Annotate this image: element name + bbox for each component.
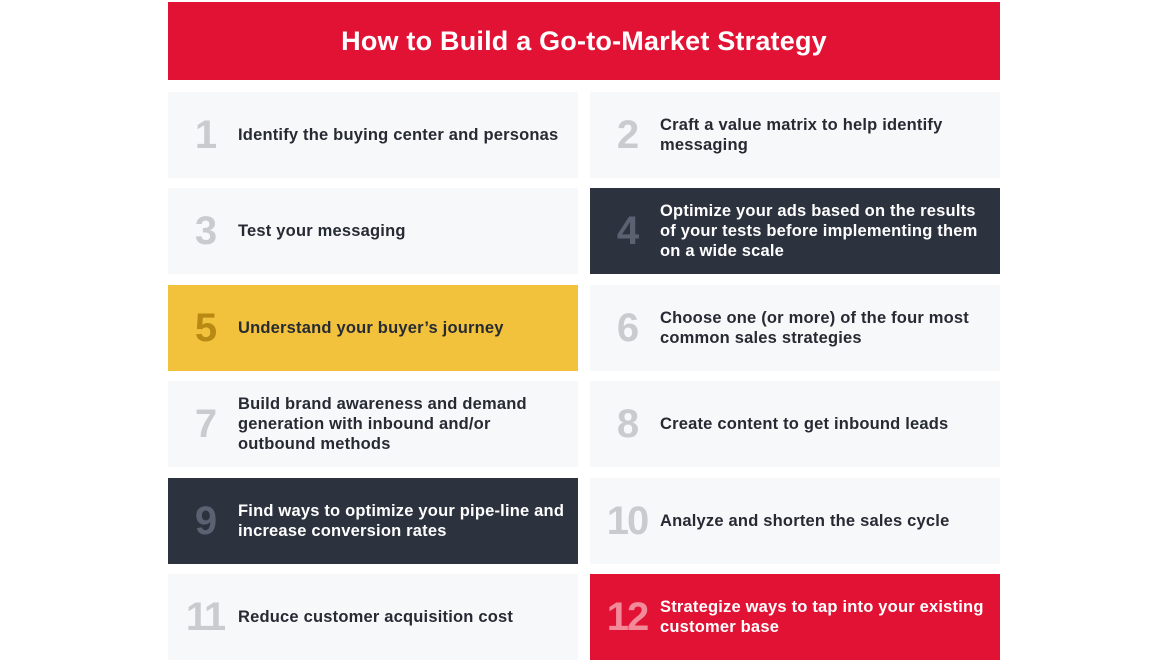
step-number: 6	[616, 306, 639, 350]
step-number: 1	[194, 113, 217, 157]
step-card-6: 6 Choose one (or more) of the four most c…	[590, 285, 1000, 371]
page-title: How to Build a Go-to-Market Strategy	[341, 25, 827, 56]
step-card-7: 7 Build brand awareness and demand genera…	[168, 381, 578, 467]
step-text: Test your messaging	[238, 222, 406, 240]
step-text: Analyze and shorten the sales cycle	[660, 512, 950, 530]
step-text: Craft a value matrix to help identify me…	[660, 116, 943, 154]
step-number: 7	[194, 402, 217, 446]
step-card-11: 11 Reduce customer acquisition cost	[168, 574, 578, 660]
step-text: Understand your buyer’s journey	[238, 319, 504, 337]
step-number: 4	[616, 209, 639, 253]
step-text: Choose one (or more) of the four most co…	[660, 309, 969, 347]
step-number: 3	[194, 209, 217, 253]
step-text: Create content to get inbound leads	[660, 415, 949, 433]
step-card-10: 10 Analyze and shorten the sales cycle	[590, 478, 1000, 564]
step-card-4: 4 Optimize your ads based on the results …	[590, 188, 1000, 274]
title-banner: How to Build a Go-to-Market Strategy	[168, 2, 1000, 80]
step-text: Optimize your ads based on the results o…	[660, 202, 978, 260]
step-text: Reduce customer acquisition cost	[238, 608, 514, 626]
step-card-9: 9 Find ways to optimize your pipe-line an…	[168, 478, 578, 564]
step-number: 11	[185, 595, 226, 639]
step-card-3: 3 Test your messaging	[168, 188, 578, 274]
step-card-5: 5 Understand your buyer’s journey	[168, 285, 578, 371]
step-number: 5	[194, 306, 217, 350]
step-number: 9	[194, 499, 217, 543]
step-number: 2	[616, 113, 639, 157]
step-number: 10	[606, 499, 650, 543]
step-number: 12	[606, 595, 650, 639]
step-card-8: 8 Create content to get inbound leads	[590, 381, 1000, 467]
step-card-2: 2 Craft a value matrix to help identify m…	[590, 92, 1000, 178]
step-card-1: 1 Identify the buying center and personas	[168, 92, 578, 178]
step-text: Find ways to optimize your pipe-line and…	[238, 502, 565, 540]
step-number: 8	[616, 402, 639, 446]
step-card-12: 12 Strategize ways to tap into your exist…	[590, 574, 1000, 660]
step-text: Build brand awareness and demand generat…	[238, 395, 527, 453]
step-text: Strategize ways to tap into your existin…	[660, 598, 984, 636]
step-text: Identify the buying center and personas	[238, 126, 559, 144]
